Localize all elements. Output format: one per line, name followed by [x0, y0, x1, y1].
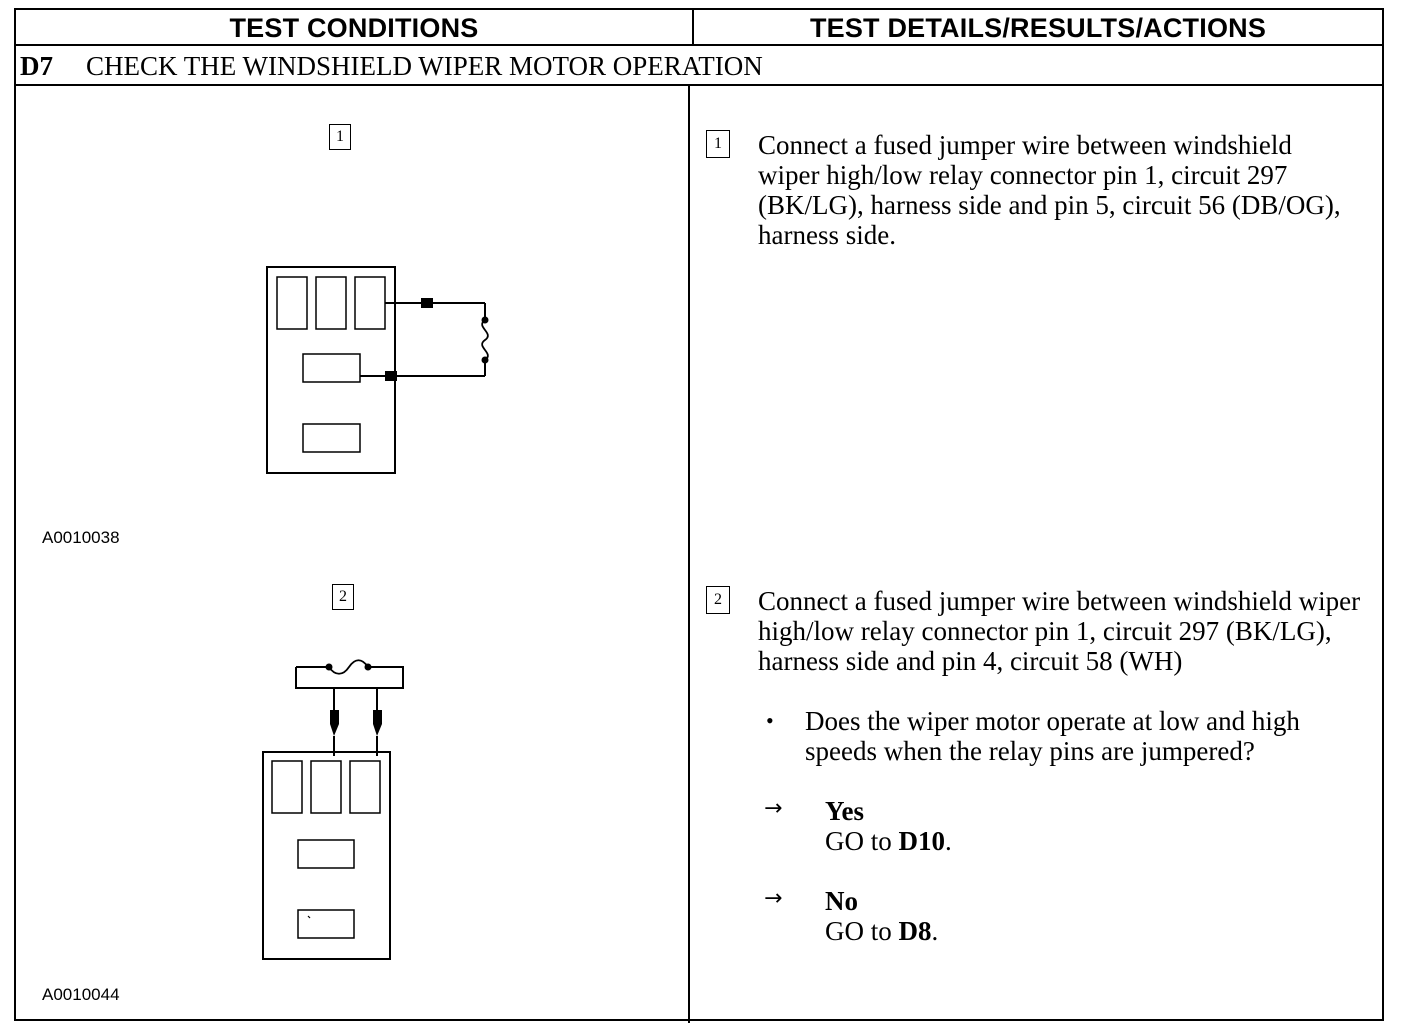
- figure-1-number: 1: [329, 124, 351, 150]
- column-divider: [688, 86, 690, 1023]
- figure-2-number: 2: [332, 584, 354, 610]
- detail-2-text: Connect a fused jumper wire between wind…: [758, 586, 1361, 676]
- answer-no-target[interactable]: D8: [898, 916, 932, 946]
- procedure-table: TEST CONDITIONS TEST DETAILS/RESULTS/ACT…: [14, 8, 1384, 1023]
- detail-2-number: 2: [706, 586, 730, 614]
- yes-arrow-icon: →: [764, 796, 783, 821]
- step-id: D7: [20, 51, 53, 81]
- answer-yes-suffix: .: [945, 826, 952, 856]
- answer-yes-action[interactable]: GO to D10.: [825, 826, 952, 856]
- figure-1-relay-connector-diagram: [266, 266, 489, 474]
- answer-yes-target[interactable]: D10: [898, 826, 946, 856]
- step-heading: D7 CHECK THE WINDSHIELD WIPER MOTOR OPER…: [16, 46, 1382, 86]
- answer-no-action[interactable]: GO to D8.: [825, 916, 938, 946]
- header-test-details: TEST DETAILS/RESULTS/ACTIONS: [809, 13, 1267, 43]
- answer-yes-label: Yes: [825, 796, 864, 826]
- question-text: Does the wiper motor operate at low and …: [805, 706, 1300, 766]
- table-header: TEST CONDITIONS TEST DETAILS/RESULTS/ACT…: [16, 10, 1382, 46]
- question-bullet: •: [766, 708, 774, 733]
- figure-2-code: A0010044: [42, 985, 120, 1004]
- no-arrow-icon: →: [764, 886, 783, 911]
- answer-no-suffix: .: [931, 916, 939, 946]
- answer-no-go-prefix: GO to: [825, 916, 899, 946]
- answer-yes-go-prefix: GO to: [825, 826, 899, 856]
- header-test-conditions: TEST CONDITIONS: [16, 10, 694, 44]
- detail-1-text: Connect a fused jumper wire between wind…: [758, 130, 1341, 250]
- answer-no-label: No: [825, 886, 858, 916]
- step-title: CHECK THE WINDSHIELD WIPER MOTOR OPERATI…: [86, 51, 763, 81]
- figure-1-code: A0010038: [42, 528, 120, 547]
- detail-1-number: 1: [706, 130, 730, 158]
- figure-2-relay-connector-diagram: [262, 659, 404, 960]
